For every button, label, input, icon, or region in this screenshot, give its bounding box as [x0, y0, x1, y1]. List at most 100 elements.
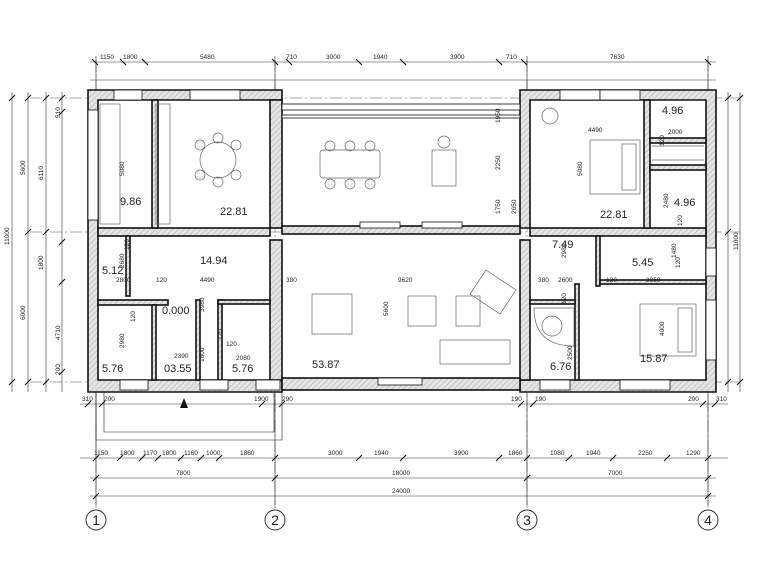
left-dim: 1800 [38, 255, 45, 270]
entrance-arrow-icon [180, 398, 188, 408]
inner-dim: 4490 [200, 277, 215, 284]
axis-bubble-1 [85, 509, 107, 531]
top-dim: 1150 [100, 54, 114, 61]
room-area-bath-right: 5.45 [632, 257, 653, 269]
bottom-dim: 18000 [392, 470, 410, 477]
inner-dim: 5080 [119, 161, 126, 176]
windows [87, 89, 717, 391]
room-area-bedroom-bottom: 15.87 [640, 353, 668, 365]
room-area-dining-left: 22.81 [220, 206, 248, 218]
inner-dim: 120 [659, 135, 666, 146]
top-dim: 7630 [610, 54, 625, 61]
right-dimension-chain: 11000 [724, 92, 744, 392]
left-dim: 6110 [38, 166, 45, 180]
top-dim: 5480 [200, 54, 215, 61]
inner-dimensions: 5080 120 2800 120 4490 3980 2680 120 298… [116, 108, 684, 362]
bottom-dim: 1800 [120, 450, 135, 457]
bottom-dim: 7800 [176, 470, 191, 477]
bottom-dim: 1080 [550, 450, 565, 457]
inner-dim: 4490 [588, 127, 603, 134]
bottom-dim: 1160 [184, 450, 198, 457]
axis-bubble-4 [697, 509, 719, 531]
bottom-dim: 310 [82, 396, 93, 403]
room-area-bath-big: 6.76 [550, 361, 571, 373]
room-area-wardrobe-mid: 4.96 [674, 197, 695, 209]
inner-dim: 1950 [495, 108, 502, 123]
inner-dim: 1480 [671, 243, 678, 258]
bottom-dim: 200 [688, 396, 699, 403]
bottom-dim: 7000 [608, 470, 623, 477]
bottom-dim: 310 [716, 396, 727, 403]
inner-dim: 120 [124, 239, 131, 250]
inner-dim: 2000 [668, 129, 683, 136]
inner-dim: 120 [561, 293, 568, 304]
room-area-storage-a: 5.76 [102, 363, 123, 375]
room-area-kitchen: 9.86 [120, 196, 141, 208]
bottom-dim: 1940 [374, 450, 389, 457]
axis-label-4: 4 [704, 512, 712, 528]
top-dim: 1940 [373, 54, 388, 61]
bottom-dim: 200 [104, 396, 115, 403]
room-area-bath-small: 5.12 [102, 265, 123, 277]
room-area-living: 53.87 [312, 359, 340, 371]
inner-dim: 1750 [495, 199, 502, 214]
bottom-dim: 1940 [586, 450, 601, 457]
room-areas: 9.86 22.81 5.12 14.94 0.000 5.76 03.55 5… [102, 105, 695, 375]
inner-dim: 120 [217, 329, 224, 340]
inner-dim: 4000 [659, 321, 666, 336]
bottom-dim: 1900 [254, 396, 269, 403]
bottom-dimension-chain: 310 200 1900 290 190 190 200 310 1150 18… [80, 392, 728, 505]
inner-dim: 2800 [116, 277, 131, 284]
inner-dim: 2500 [567, 345, 574, 360]
building-walls [87, 89, 717, 393]
axis-markers: 1 2 3 4 [85, 509, 719, 531]
inner-dim: 2080 [236, 355, 251, 362]
bottom-dim: 1800 [162, 450, 177, 457]
inner-dim: 120 [606, 277, 617, 284]
top-dim: 710 [506, 54, 517, 61]
inner-dim: 120 [130, 311, 137, 322]
room-area-bedroom-top: 22.81 [600, 209, 628, 221]
axis-label-1: 1 [92, 512, 100, 528]
inner-dim: 2390 [174, 353, 189, 360]
bottom-dim: 1290 [686, 450, 701, 457]
left-dimension-chain: 11000 5600 6000 510 6110 1800 4710 200 [4, 92, 66, 392]
inner-dim: 5080 [577, 161, 584, 176]
inner-dim: 2250 [495, 155, 502, 170]
bottom-dim: 1170 [143, 450, 157, 457]
room-area-storage-b: 03.55 [164, 363, 192, 375]
bottom-dim: 2250 [638, 450, 653, 457]
left-dim: 200 [55, 364, 62, 375]
bottom-dim: 190 [511, 396, 522, 403]
axis-bubble-3 [516, 509, 538, 531]
bottom-dim: 1000 [206, 450, 221, 457]
top-dim: 710 [286, 54, 297, 61]
inner-dim: 120 [156, 277, 167, 284]
furniture [99, 103, 704, 365]
left-dim: 5600 [20, 160, 27, 175]
room-area-hall: 14.94 [200, 255, 228, 267]
top-dim: 3900 [450, 54, 465, 61]
inner-dim: 1600 [199, 347, 206, 362]
bottom-dim: 1860 [240, 450, 255, 457]
inner-dim: 9620 [398, 277, 413, 284]
bottom-dim: 24000 [392, 488, 410, 495]
top-dim: 1800 [123, 54, 138, 61]
inner-dim: 5600 [383, 301, 390, 316]
bottom-dim: 290 [282, 396, 293, 403]
inner-dim: 2600 [558, 277, 573, 284]
axis-label-2: 2 [271, 512, 279, 528]
left-dim: 11000 [4, 227, 11, 245]
bottom-dim: 1150 [94, 450, 108, 457]
top-dimension-chain: 1150 1800 5480 710 3000 1940 3900 710 76… [90, 54, 716, 90]
room-area-wardrobe-top: 4.96 [662, 105, 683, 117]
inner-dim: 2680 [119, 253, 126, 268]
inner-dim: 3980 [199, 297, 206, 312]
inner-dim: 2480 [663, 193, 670, 208]
inner-dim: 380 [538, 277, 549, 284]
bottom-dim: 1860 [508, 450, 523, 457]
right-dim: 11000 [733, 232, 740, 250]
inner-dim: 380 [286, 277, 297, 284]
bottom-dim: 3900 [454, 450, 469, 457]
